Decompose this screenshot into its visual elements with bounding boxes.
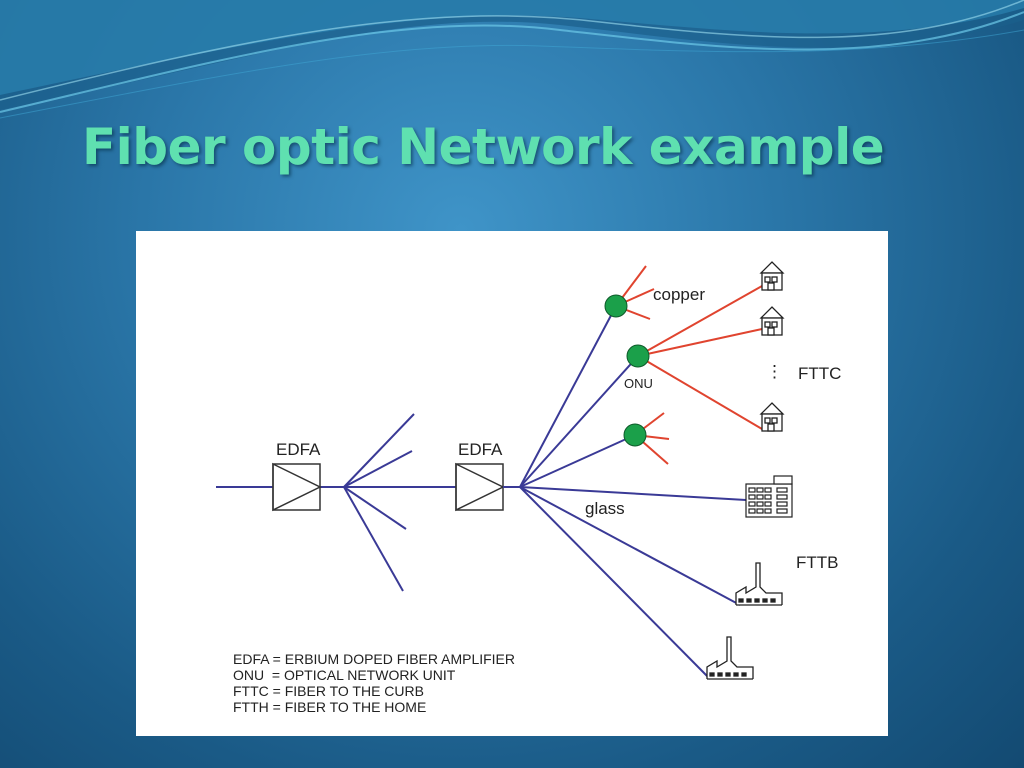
fttb-label: FTTB bbox=[796, 553, 839, 572]
onu-label: ONU bbox=[624, 376, 653, 391]
factory-icon bbox=[706, 636, 754, 680]
network-diagram-canvas: EDFA EDFA bbox=[216, 261, 841, 680]
legend-line: EDFA = ERBIUM DOPED FIBER AMPLIFIER bbox=[233, 651, 516, 667]
onu-node-1 bbox=[604, 294, 628, 318]
glass-label: glass bbox=[585, 499, 625, 518]
legend-line: ONU = OPTICAL NETWORK UNIT bbox=[233, 667, 456, 683]
header-wave-decoration bbox=[0, 0, 1024, 119]
slide-title: Fiber optic Network example bbox=[82, 118, 885, 176]
edfa-label-2: EDFA bbox=[458, 440, 503, 459]
diagram-legend: EDFA = ERBIUM DOPED FIBER AMPLIFIER ONU … bbox=[233, 651, 515, 715]
office-building-icon bbox=[745, 475, 793, 518]
house-icon bbox=[759, 261, 785, 291]
edfa-label-1: EDFA bbox=[276, 440, 321, 459]
edfa-amplifier-2: EDFA bbox=[455, 440, 505, 512]
fttc-label: FTTC bbox=[798, 364, 841, 383]
factory-icon bbox=[735, 562, 783, 606]
house-ellipsis: ⋮ bbox=[766, 362, 783, 381]
onu-node-2 bbox=[626, 344, 650, 368]
copper-drops bbox=[615, 265, 763, 465]
legend-line: FTTC = FIBER TO THE CURB bbox=[233, 683, 424, 699]
network-diagram: EDFA EDFA bbox=[136, 231, 888, 736]
copper-label: copper bbox=[653, 285, 705, 304]
legend-line: FTTH = FIBER TO THE HOME bbox=[233, 699, 427, 715]
fiber-trunk bbox=[216, 305, 747, 680]
house-icon bbox=[759, 402, 785, 432]
onu-node-3 bbox=[623, 423, 647, 447]
edfa-amplifier-1: EDFA bbox=[272, 440, 322, 512]
onu-nodes bbox=[604, 294, 650, 447]
house-icon bbox=[759, 306, 785, 336]
